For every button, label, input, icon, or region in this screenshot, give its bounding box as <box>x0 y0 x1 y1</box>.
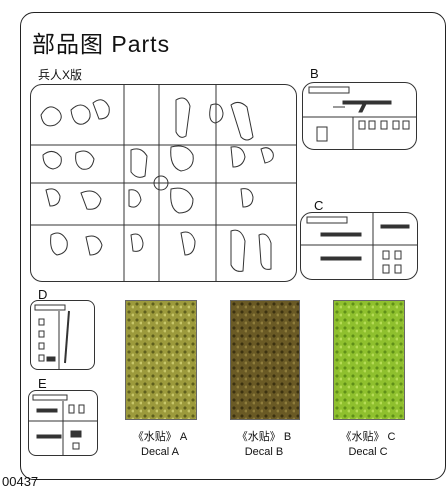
decal-b-en-label: Decal B <box>244 446 284 458</box>
product-code: 00437 <box>2 474 39 489</box>
sprue-d-label: D <box>38 287 48 302</box>
decal-sheet-a <box>125 300 197 420</box>
decal-sheet-c <box>333 300 405 420</box>
decal-c-en-label: Decal C <box>348 446 388 458</box>
sprue-b-drawing <box>303 86 416 149</box>
main-figure-sprue <box>30 84 297 282</box>
decal-sheet-b <box>230 300 300 420</box>
sprue-d <box>30 300 95 370</box>
sprue-e-drawing <box>29 394 97 455</box>
sprue-b <box>302 82 417 150</box>
sprue-c <box>300 212 418 280</box>
decal-b-caption: 《水贴》 B Decal B <box>214 430 314 460</box>
sprue-c-label: C <box>314 198 324 213</box>
sprue-b-label: B <box>310 66 319 81</box>
sprue-e-label: E <box>38 376 47 391</box>
decal-c-cn-label: 《水贴》 C <box>340 431 396 443</box>
decal-a-caption: 《水贴》 A Decal A <box>110 430 210 460</box>
decal-c-caption: 《水贴》 C Decal C <box>318 430 418 460</box>
sprue-e <box>28 390 98 456</box>
sprue-c-drawing <box>301 213 417 279</box>
decal-a-en-label: Decal A <box>141 446 179 458</box>
decal-b-cn-label: 《水贴》 B <box>236 431 292 443</box>
sprue-d-drawing <box>34 304 70 369</box>
page-title: 部品图 Parts <box>32 31 171 57</box>
decal-a-cn-label: 《水贴》 A <box>132 431 188 443</box>
page-border <box>20 12 446 480</box>
main-sprue-label: 兵人X版 <box>38 68 83 82</box>
main-sprue-drawing <box>31 85 296 281</box>
